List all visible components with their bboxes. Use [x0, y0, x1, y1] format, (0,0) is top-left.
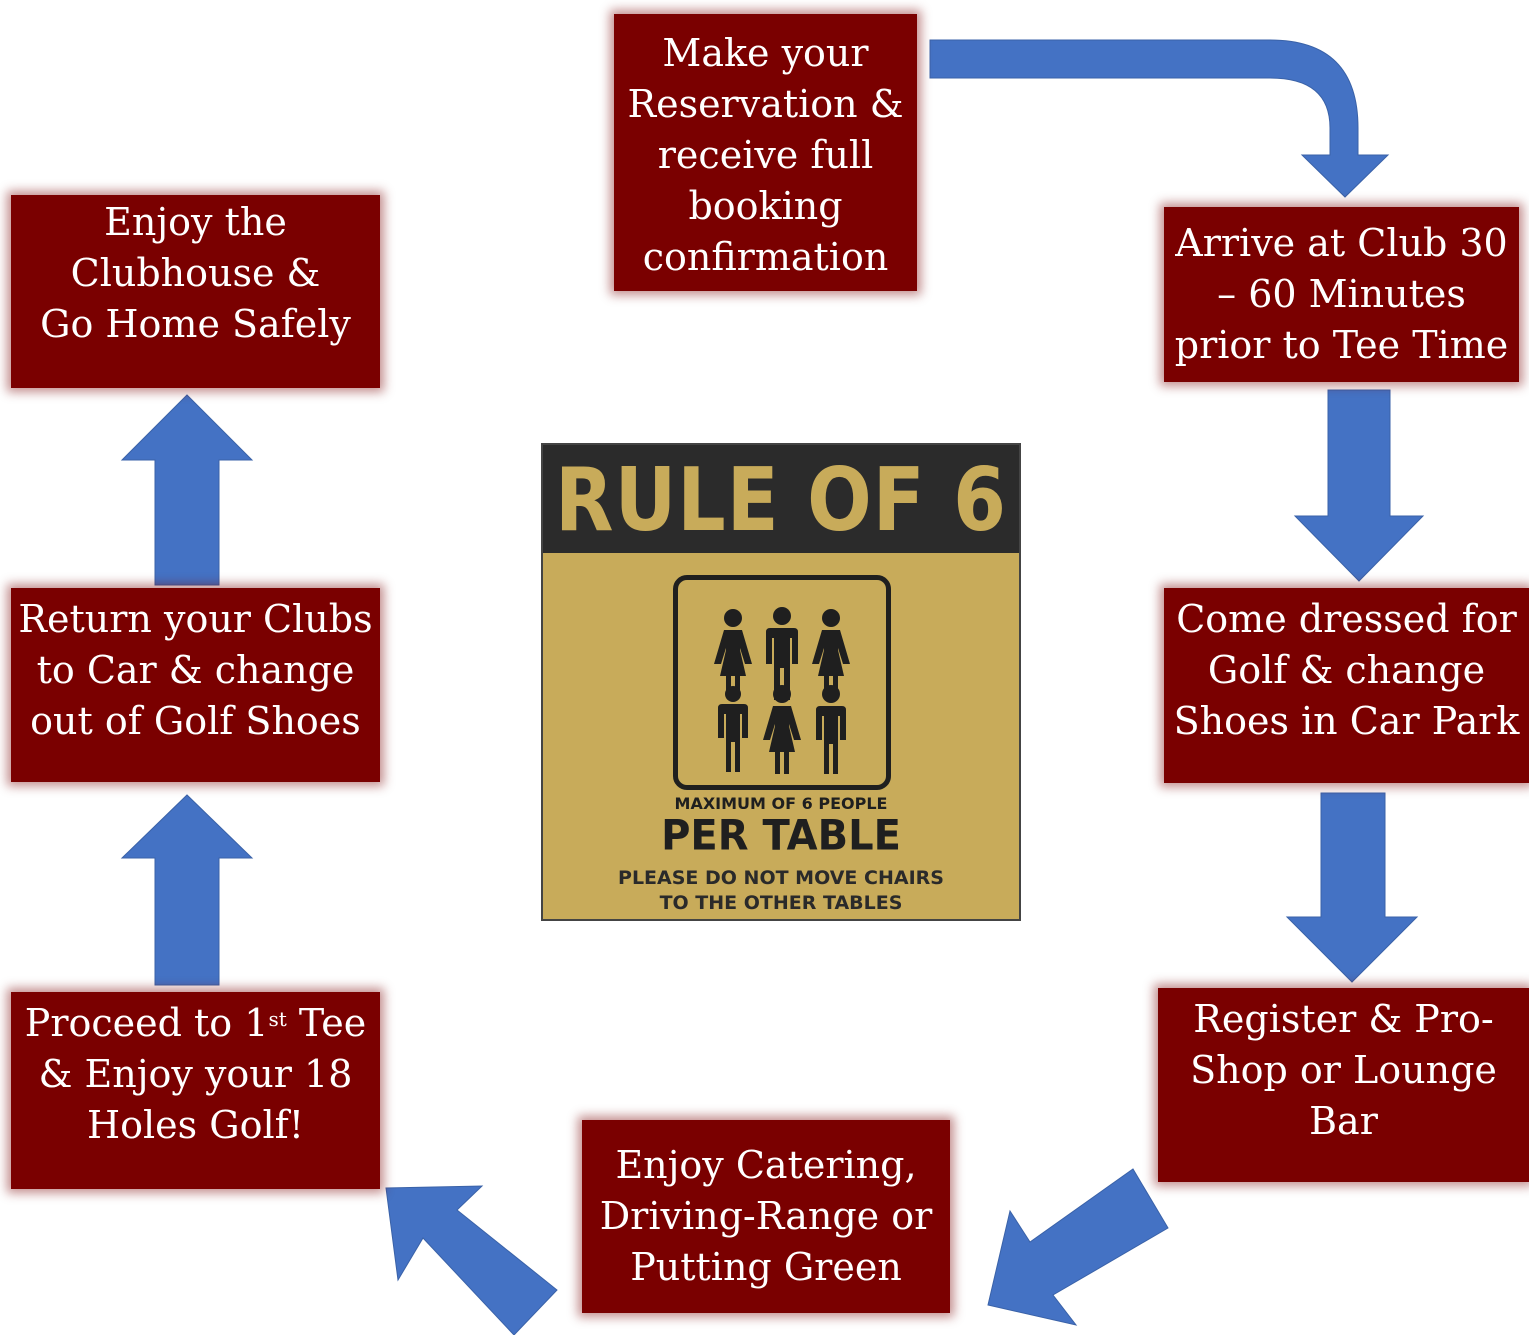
step-text: Clubhouse & [70, 251, 321, 295]
step-enjoy-clubhouse: Enjoy the Clubhouse & Go Home Safely [11, 195, 380, 388]
step-come-dressed: Come dressed for Golf & change Shoes in … [1164, 588, 1529, 783]
sign-instruction-text: PLEASE DO NOT MOVE CHAIRS TO THE OTHER T… [543, 866, 1019, 916]
step-text: Holes Golf! [87, 1103, 304, 1147]
sign-instruction-line: PLEASE DO NOT MOVE CHAIRS [618, 867, 944, 889]
arrow-step1-to-step2-shape [929, 39, 1390, 198]
step-text: Driving-Range or [599, 1194, 933, 1238]
step-text-part: Proceed to 1 [24, 1001, 269, 1045]
six-people-icon [673, 575, 891, 790]
step-text: booking [688, 184, 843, 228]
person-man-icon [816, 685, 846, 774]
step-text: out of Golf Shoes [30, 699, 361, 743]
arrow-step2-to-step3 [1293, 389, 1425, 582]
sign-instruction-line: TO THE OTHER TABLES [659, 892, 903, 914]
step-text: Reservation & [627, 82, 904, 126]
rule-of-six-sign: RULE OF 6 [541, 443, 1021, 921]
step-register: Register & Pro- Shop or Lounge Bar [1158, 988, 1529, 1182]
ordinal-suffix: st [268, 1007, 287, 1031]
step-text: Bar [1309, 1099, 1378, 1143]
step-return-clubs: Return your Clubs to Car & change out of… [11, 588, 380, 782]
step-text: Go Home Safely [40, 302, 351, 346]
step-text: to Car & change [36, 648, 355, 692]
step-text: Putting Green [630, 1245, 902, 1289]
step-text: receive full [657, 133, 874, 177]
sign-title: RULE OF 6 [555, 447, 1007, 551]
sign-max-people-text: MAXIMUM OF 6 PEOPLE [674, 794, 888, 813]
step-text: prior to Tee Time [1174, 323, 1509, 367]
person-man-icon [718, 686, 748, 772]
step-text: – 60 Minutes [1217, 272, 1466, 316]
step-text: Shoes in Car Park [1173, 699, 1520, 743]
step-text: Arrive at Club 30 [1175, 221, 1508, 265]
arrow-step7-to-step8 [120, 394, 254, 586]
person-woman-icon [812, 609, 850, 698]
step-arrive-at-club: Arrive at Club 30 – 60 Minutes prior to … [1164, 207, 1519, 382]
step-make-reservation: Make your Reservation & receive full boo… [614, 14, 917, 291]
step-text: Golf & change [1207, 648, 1486, 692]
arrow-step3-to-step4 [1285, 792, 1419, 983]
step-text: Proceed to 1st Tee [25, 998, 366, 1049]
person-woman-icon [714, 609, 752, 698]
person-woman-icon [763, 685, 801, 774]
step-text: Shop or Lounge [1190, 1048, 1497, 1092]
arrow-step4-to-step5 [987, 1168, 1169, 1326]
person-man-icon [766, 607, 798, 700]
step-text: confirmation [642, 235, 889, 279]
sign-per-table-text: PER TABLE [661, 811, 901, 861]
arrow-step5-to-step6 [385, 1185, 558, 1335]
step-text: Register & Pro- [1193, 997, 1494, 1041]
step-text-part: Tee [286, 1001, 367, 1045]
step-text: Make your [662, 31, 869, 75]
step-text: & Enjoy your 18 [38, 1052, 353, 1096]
step-text: Come dressed for [1176, 597, 1517, 641]
people-pictogram [714, 607, 850, 774]
sign-header: RULE OF 6 [543, 445, 1019, 553]
step-text: Enjoy the [104, 200, 287, 244]
step-text: Enjoy Catering, [615, 1143, 917, 1187]
step-text: Return your Clubs [18, 597, 373, 641]
step-enjoy-catering: Enjoy Catering, Driving-Range or Putting… [582, 1120, 950, 1313]
arrow-step6-to-step7 [120, 794, 254, 986]
step-proceed-to-tee: Proceed to 1st Tee & Enjoy your 18 Holes… [11, 992, 380, 1189]
